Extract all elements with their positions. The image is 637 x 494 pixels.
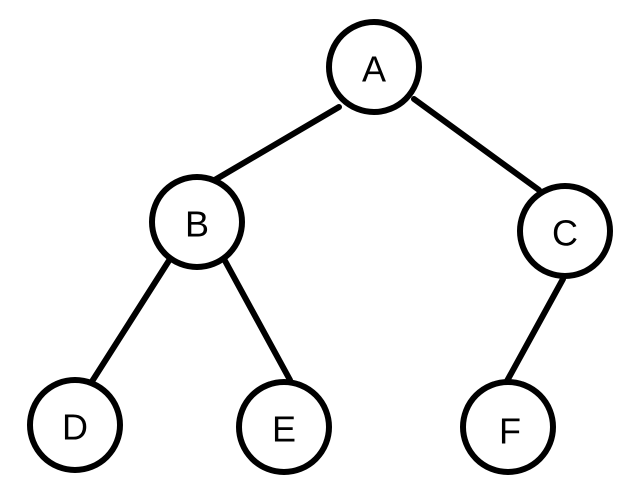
- node-f-circle: [460, 379, 556, 475]
- node-c-circle: [517, 183, 613, 279]
- node-d: D: [27, 377, 123, 473]
- node-f-label: F: [499, 411, 521, 452]
- edge-c-f: [504, 276, 566, 384]
- node-e-circle: [236, 379, 332, 475]
- node-b: B: [149, 174, 245, 270]
- node-c-label: C: [552, 213, 578, 254]
- edge-a-c: [411, 96, 542, 193]
- edge-b-d: [88, 256, 173, 386]
- node-a: A: [326, 19, 422, 115]
- node-c: C: [517, 183, 613, 279]
- node-f: F: [460, 379, 556, 475]
- edges-group: [88, 96, 566, 386]
- node-e: E: [236, 379, 332, 475]
- node-b-label: B: [185, 204, 209, 245]
- node-d-circle: [27, 377, 123, 473]
- edge-a-b: [210, 104, 342, 184]
- node-b-circle: [149, 174, 245, 270]
- node-a-circle: [326, 19, 422, 115]
- node-d-label: D: [62, 407, 88, 448]
- node-a-label: A: [362, 49, 386, 90]
- edge-b-e: [221, 256, 293, 383]
- node-e-label: E: [272, 409, 296, 450]
